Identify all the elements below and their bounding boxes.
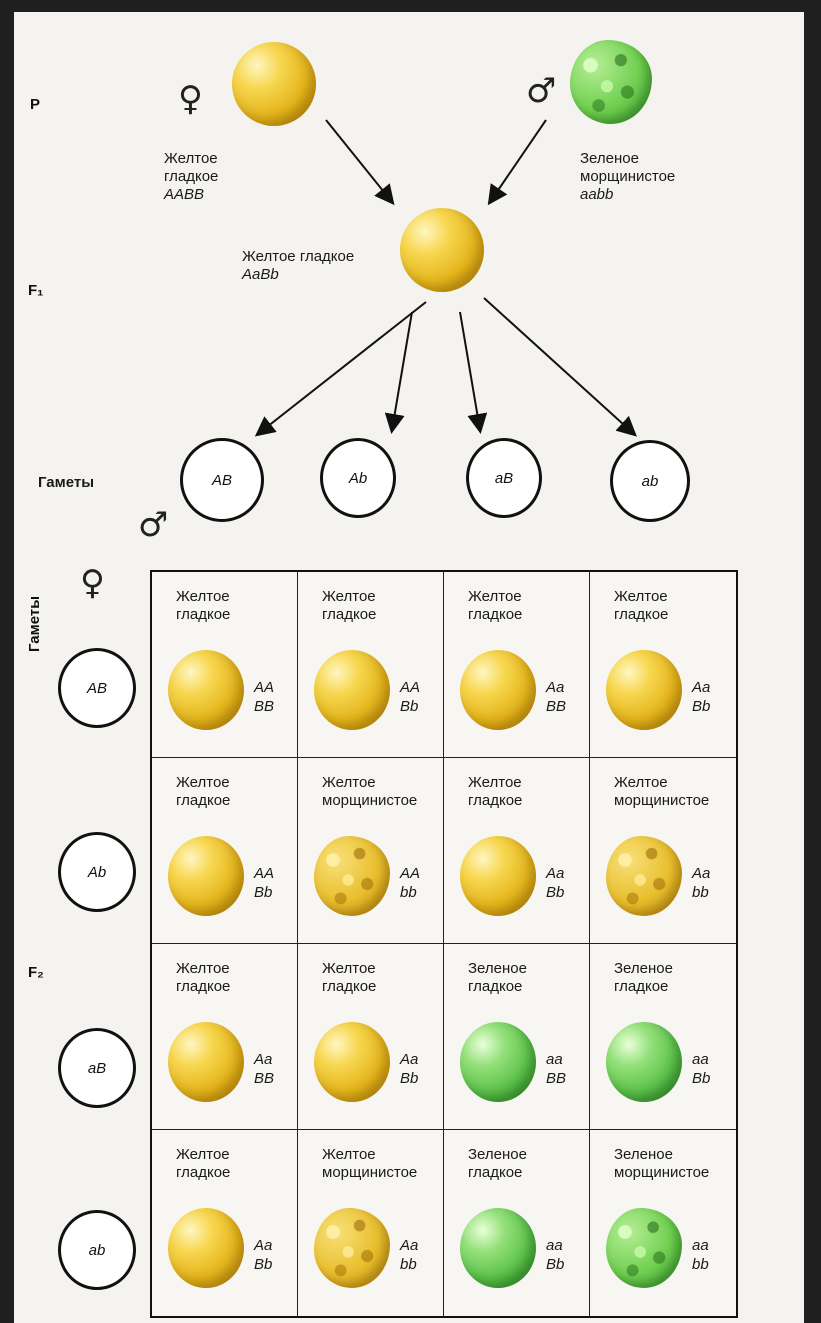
yellow-smooth-pea [168, 650, 244, 730]
cell-genotype: Aa BB [546, 679, 567, 715]
cell-genotype: aa bb [692, 1237, 709, 1273]
f1-phenotype: Желтое гладкое [242, 248, 355, 265]
female-symbol-icon: ♀ [178, 79, 203, 119]
dihybrid-cross-diagram: P F₁ F₂ ♀ Желтое гладкое AABB ♂ Зеленое … [14, 12, 804, 1323]
cell-genotype: Aa Bb [692, 679, 711, 715]
yellow-wrinkled-pea [314, 1208, 390, 1288]
punnett-cell: Зеленое морщинистое aa bb [590, 1130, 736, 1316]
cell-genotype: AA Bb [254, 865, 275, 901]
arrow-f1-to-gamete-ab [483, 297, 637, 437]
female-gametes-symbol-icon: ♀ [80, 563, 105, 603]
female-gametes-label: Гаметы [26, 595, 43, 652]
cell-genotype: aa Bb [546, 1237, 565, 1273]
gametes-label: Гаметы [38, 474, 95, 491]
male-gamete-AB: AB [180, 438, 264, 522]
cell-phenotype: Зеленое гладкое [468, 960, 527, 995]
cell-phenotype: Зеленое гладкое [614, 960, 673, 995]
parent-female-phenotype: Желтое гладкое [164, 150, 219, 185]
f1-pea [400, 208, 484, 292]
parent-male-pea [570, 40, 652, 124]
parent-female-genotype: AABB [164, 186, 205, 203]
yellow-smooth-pea [314, 1022, 390, 1102]
yellow-smooth-pea [168, 1022, 244, 1102]
cell-phenotype: Желтое гладкое [176, 588, 231, 623]
cell-genotype: Aa bb [692, 865, 711, 901]
cell-phenotype: Желтое гладкое [176, 1146, 231, 1181]
yellow-wrinkled-pea [606, 836, 682, 916]
punnett-cell: Зеленое гладкое aa BB [444, 944, 590, 1130]
arrows-layer [254, 119, 637, 437]
cell-genotype: AA bb [400, 865, 421, 901]
parent-male-genotype: aabb [580, 186, 614, 203]
punnett-cell: Желтое гладкое Aa Bb [298, 944, 444, 1130]
cell-genotype: aa Bb [692, 1051, 711, 1087]
punnett-cell: Желтое гладкое Aa Bb [152, 1130, 298, 1316]
arrow-male-to-f1 [487, 119, 547, 206]
punnett-cell: Желтое морщинистое Aa bb [298, 1130, 444, 1316]
male-gamete-ab: ab [610, 440, 690, 522]
male-gamete-Ab: Ab [320, 438, 396, 518]
cell-phenotype: Желтое морщинистое [614, 774, 710, 809]
cell-genotype: Aa Bb [254, 1237, 273, 1273]
cell-phenotype: Желтое гладкое [322, 588, 377, 623]
punnett-cell: Желтое гладкое AA Bb [152, 758, 298, 944]
yellow-smooth-pea [460, 650, 536, 730]
green-wrinkled-pea [606, 1208, 682, 1288]
male-gametes-symbol-icon: ♂ [138, 505, 169, 545]
parent-male-phenotype: Зеленое морщинистое [580, 150, 676, 185]
cell-phenotype: Желтое морщинистое [322, 774, 418, 809]
cell-genotype: Aa BB [254, 1051, 275, 1087]
yellow-smooth-pea [606, 650, 682, 730]
cell-genotype: AA Bb [400, 679, 421, 715]
cell-genotype: AA BB [254, 679, 275, 715]
generation-f1-label: F₁ [28, 282, 44, 299]
cell-phenotype: Желтое гладкое [176, 960, 231, 995]
yellow-smooth-pea [168, 1208, 244, 1288]
punnett-cell: Желтое морщинистое AA bb [298, 758, 444, 944]
generation-f2-label: F₂ [28, 964, 44, 981]
female-gamete-ab: ab [58, 1210, 136, 1290]
punnett-cell: Желтое гладкое Aa BB [444, 572, 590, 758]
cell-phenotype: Желтое гладкое [176, 774, 231, 809]
yellow-smooth-pea [460, 836, 536, 916]
male-symbol-icon: ♂ [526, 71, 557, 111]
punnett-cell: Зеленое гладкое aa Bb [590, 944, 736, 1130]
punnett-cell: Желтое гладкое Aa Bb [444, 758, 590, 944]
yellow-wrinkled-pea [314, 836, 390, 916]
cell-genotype: Aa Bb [400, 1051, 419, 1087]
cell-phenotype: Желтое гладкое [614, 588, 669, 623]
arrow-f1-to-gamete-aB [459, 311, 488, 434]
arrow-f1-to-gamete-AB [254, 301, 427, 437]
cell-phenotype: Желтое гладкое [322, 960, 377, 995]
parent-female-pea [232, 42, 316, 126]
f1-genotype: AaBb [242, 266, 279, 283]
cell-genotype: aa BB [546, 1051, 567, 1087]
punnett-cell: Желтое морщинистое Aa bb [590, 758, 736, 944]
punnett-cell: Желтое гладкое Aa BB [152, 944, 298, 1130]
female-gamete-Ab: Ab [58, 832, 136, 912]
punnett-cell: Желтое гладкое AA BB [152, 572, 298, 758]
arrow-f1-to-gamete-Ab [384, 311, 413, 434]
female-gamete-AB: AB [58, 648, 136, 728]
yellow-smooth-pea [168, 836, 244, 916]
green-smooth-pea [606, 1022, 682, 1102]
punnett-cell: Желтое гладкое Aa Bb [590, 572, 736, 758]
green-smooth-pea [460, 1022, 536, 1102]
cell-phenotype: Зеленое гладкое [468, 1146, 527, 1181]
punnett-cell: Желтое гладкое AA Bb [298, 572, 444, 758]
cell-genotype: Aa Bb [546, 865, 565, 901]
generation-p-label: P [30, 96, 41, 113]
green-smooth-pea [460, 1208, 536, 1288]
cell-phenotype: Желтое гладкое [468, 588, 523, 623]
cell-genotype: Aa bb [400, 1237, 419, 1273]
female-gamete-aB: aB [58, 1028, 136, 1108]
cell-phenotype: Зеленое морщинистое [614, 1146, 710, 1181]
arrow-female-to-f1 [325, 119, 395, 206]
male-gamete-aB: aB [466, 438, 542, 518]
cell-phenotype: Желтое гладкое [468, 774, 523, 809]
cell-phenotype: Желтое морщинистое [322, 1146, 418, 1181]
yellow-smooth-pea [314, 650, 390, 730]
punnett-cell: Зеленое гладкое aa Bb [444, 1130, 590, 1316]
